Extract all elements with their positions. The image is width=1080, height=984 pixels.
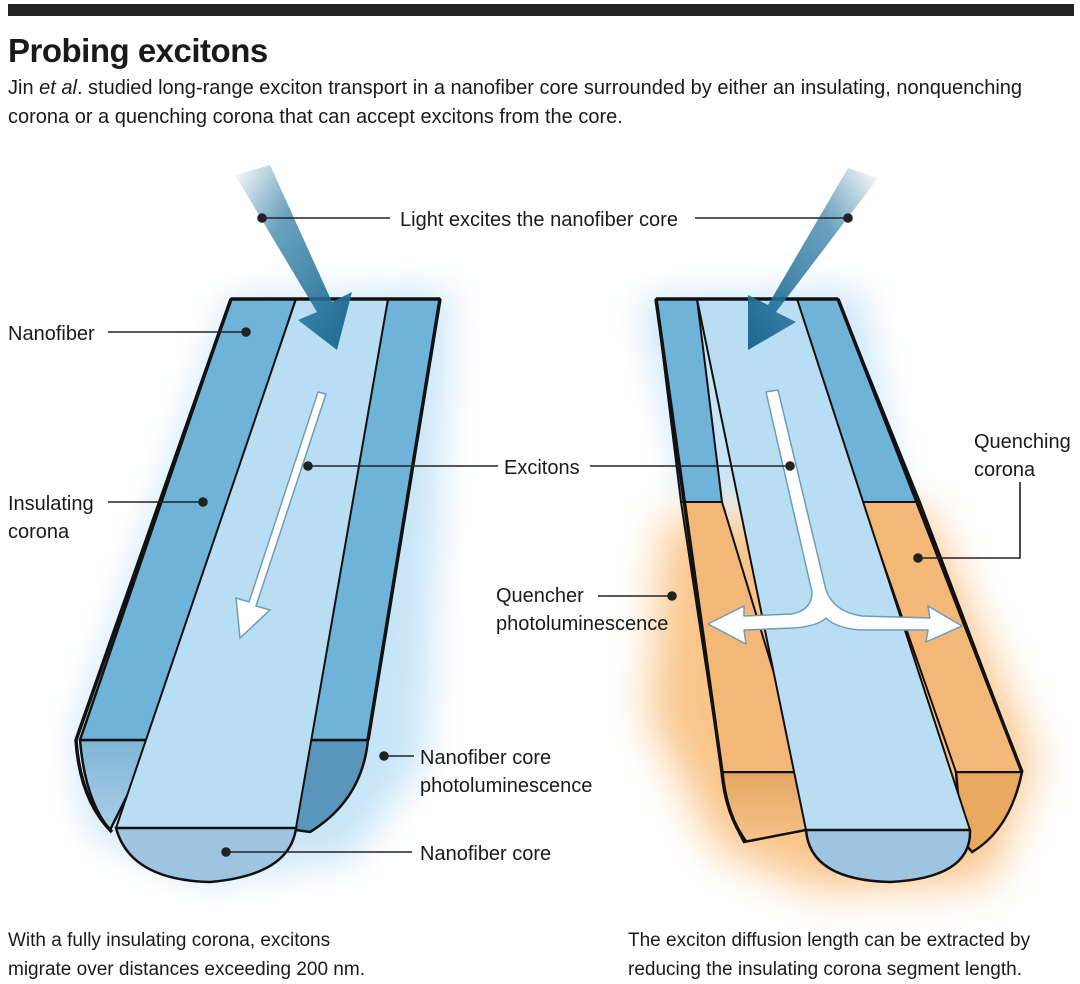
left-corona-cap-right <box>294 738 370 834</box>
right-nanofiber <box>640 290 1035 890</box>
label-insulating-1: Insulating <box>8 493 94 515</box>
right-light-arrow <box>748 168 878 350</box>
caption-right-line-2: reducing the insulating corona segment l… <box>628 959 1022 980</box>
label-core-pl-2: photoluminescence <box>420 775 592 797</box>
left-nanofiber <box>74 290 450 884</box>
label-quenching-2: corona <box>974 459 1036 481</box>
label-insulating-2: corona <box>8 521 70 543</box>
label-nanofiber-core: Nanofiber core <box>420 843 551 865</box>
label-quenching-1: Quenching <box>974 431 1071 453</box>
right-corona-cap-right <box>954 770 1024 854</box>
left-light-arrow <box>235 165 352 350</box>
label-quencher-pl-1: Quencher <box>496 585 584 607</box>
subtitle-italic: et al <box>39 77 77 99</box>
left-core-cap <box>114 826 298 884</box>
top-rule <box>8 4 1074 16</box>
leader-lines <box>108 213 1021 857</box>
left-exciton-arrow <box>235 391 327 640</box>
labels: Light excites the nanofiber core Nanofib… <box>8 209 1071 865</box>
caption-left-line-1: With a fully insulating corona, excitons <box>8 930 331 951</box>
label-light: Light excites the nanofiber core <box>400 209 678 231</box>
caption-right-line-1: The exciton diffusion length can be extr… <box>628 930 1031 951</box>
label-nanofiber: Nanofiber <box>8 323 95 345</box>
caption-right: The exciton diffusion length can be extr… <box>628 926 1030 984</box>
figure-title: Probing excitons <box>8 32 268 69</box>
right-exciton-arrow <box>707 389 963 645</box>
subtitle-body: . studied long-range exciton transport i… <box>8 77 1023 128</box>
label-excitons: Excitons <box>504 457 580 479</box>
subtitle-lead: Jin <box>8 77 40 99</box>
caption-left-line-2: migrate over distances exceeding 200 nm. <box>8 959 365 980</box>
figure-subtitle: Jin et al. studied long-range exciton tr… <box>8 74 1068 132</box>
right-core-cap <box>804 828 972 884</box>
caption-left: With a fully insulating corona, excitons… <box>8 926 365 984</box>
label-core-pl-1: Nanofiber core <box>420 747 551 769</box>
label-quencher-pl-2: photoluminescence <box>496 613 668 635</box>
left-corona-cap-left <box>78 738 152 833</box>
